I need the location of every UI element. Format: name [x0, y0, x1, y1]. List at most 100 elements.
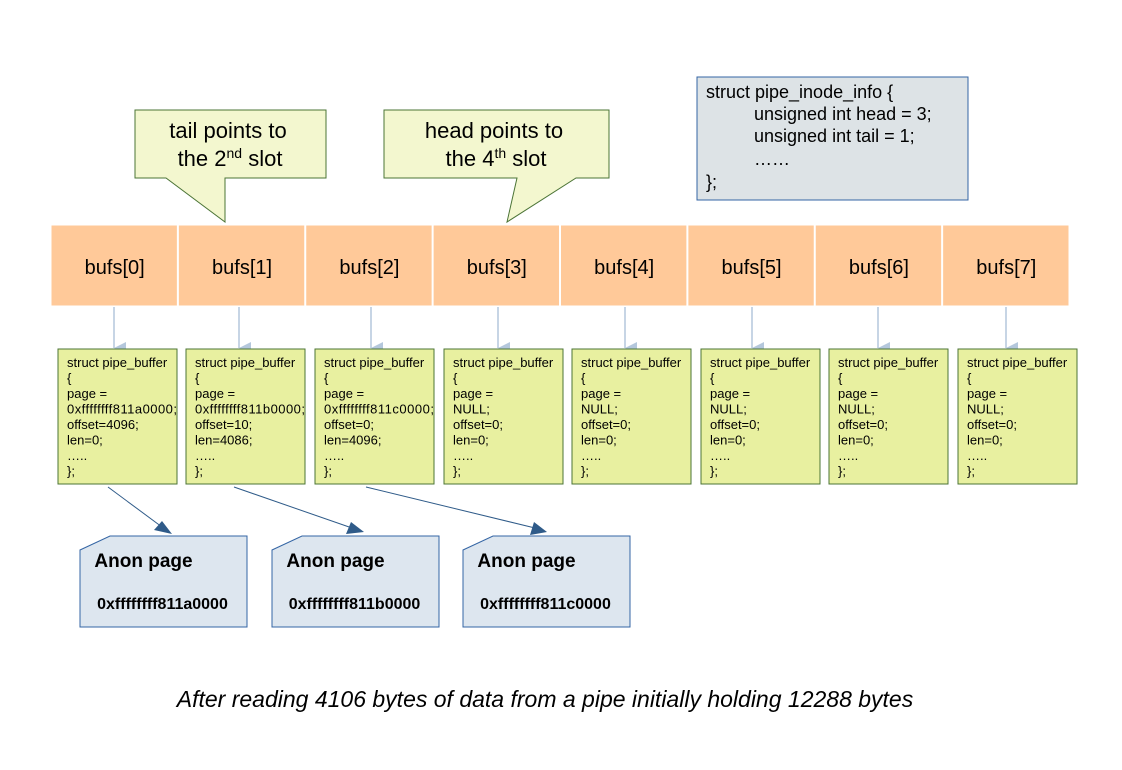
slot-4: [560, 224, 688, 307]
slot-0: [50, 224, 178, 307]
pipe-buffer-1-line-6: …..: [195, 448, 215, 463]
pipe-buffer-rect-3: [443, 348, 564, 485]
slot-3: [432, 224, 560, 307]
pipe-buffer-4-line-2: page =: [581, 386, 621, 401]
pipe-buffer-4-line-7: };: [581, 464, 589, 479]
pipe-buffer-2-line-4: offset=0;: [324, 417, 374, 432]
diagram-caption: After reading 4106 bytes of data from a …: [176, 686, 914, 712]
inode-info-line-3: ……: [754, 149, 790, 169]
inode-info-line-0: struct pipe_inode_info {: [706, 82, 893, 103]
page-arrow-line-2: [365, 486, 536, 529]
page-arrow-head-2: [530, 522, 547, 535]
pipe-buffer-0-line-1: {: [67, 371, 72, 386]
pipe-buffer-2: struct pipe_buffer{page =0xffffffff811c0…: [314, 348, 435, 485]
pipe-buffer-rect-2: [314, 348, 435, 485]
pipe-buffer-7: struct pipe_buffer{page =NULL;offset=0;l…: [957, 348, 1078, 485]
pipe-buffer-5-line-1: {: [710, 371, 715, 386]
pipe-buffer-1: struct pipe_buffer{page =0xffffffff811b0…: [185, 348, 306, 485]
pipe-buffer-0: struct pipe_buffer{page =0xffffffff811a0…: [57, 348, 178, 485]
tail-callout-line1: tail points to: [169, 118, 286, 143]
pipe-buffer-rect-1: [185, 348, 306, 485]
pipe-buffer-0-line-0: struct pipe_buffer: [67, 355, 168, 370]
pipe-buffer-7-line-0: struct pipe_buffer: [967, 355, 1068, 370]
anon-page-addr-1: 0xffffffff811b0000: [289, 596, 421, 613]
pipe-buffer-1-line-2: page =: [195, 386, 235, 401]
pipe-buffer-3-line-4: offset=0;: [453, 417, 503, 432]
pipe-buffer-2-line-2: page =: [324, 386, 364, 401]
pipe-buffer-3-line-1: {: [453, 371, 458, 386]
page-arrow-head-1: [346, 522, 364, 534]
pipe-buffer-1-line-5: len=4086;: [195, 433, 252, 448]
pipe-buffer-6-line-6: …..: [838, 448, 858, 463]
inode-info-line-4: };: [706, 172, 717, 192]
pipe-buffer-2-line-1: {: [324, 371, 329, 386]
anon-page-shape-2: [462, 535, 631, 628]
buffer-to-page-arrows: [107, 486, 547, 535]
slot-label-6: bufs[6]: [849, 257, 909, 279]
pipe-buffer-5-line-6: …..: [710, 448, 730, 463]
pipe-buffer-5-line-7: };: [710, 464, 718, 479]
pipe-buffer-3: struct pipe_buffer{page =NULL;offset=0;l…: [443, 348, 564, 485]
tail-callout: tail points to the 2nd slot: [134, 109, 327, 223]
pipe-buffer-0-line-5: len=0;: [67, 433, 103, 448]
pipe-buffer-7-line-6: …..: [967, 448, 987, 463]
pipe-buffer-7-line-3: NULL;: [967, 402, 1004, 417]
pipe-buffer-2-line-6: …..: [324, 448, 344, 463]
head-callout-shape: [383, 109, 610, 224]
pipe-buffer-2-line-3: 0xffffffff811c0000;: [324, 402, 434, 417]
pipe-inode-info-box: struct pipe_inode_info { unsigned int he…: [696, 76, 969, 201]
pipe-buffer-2-line-0: struct pipe_buffer: [324, 355, 425, 370]
anon-pages-row: Anon page 0xffffffff811a0000 Anon page0xff…: [79, 535, 631, 628]
pipe-buffer-6-line-2: page =: [838, 386, 878, 401]
pipe-buffer-3-line-5: len=0;: [453, 433, 489, 448]
anon-page-addr-0: 0xffffffff811a0000: [97, 596, 228, 613]
inode-info-line-1: unsigned int head = 3;: [754, 104, 932, 124]
head-callout-line2: the 4th slot: [446, 145, 547, 171]
pipe-buffer-6-line-7: };: [838, 464, 846, 479]
pipe-buffer-4-line-0: struct pipe_buffer: [581, 355, 682, 370]
pipe-buffer-1-line-4: offset=10;: [195, 417, 252, 432]
anon-page-title-0: Anon page: [94, 551, 192, 572]
head-callout-line1: head points to: [425, 118, 563, 143]
anon-page-shape-1: [271, 535, 440, 628]
head-callout: head points to the 4th slot: [383, 109, 610, 224]
pipe-buffer-5-line-2: page =: [710, 386, 750, 401]
pipe-buffer-4: struct pipe_buffer{page =NULL;offset=0;l…: [571, 348, 692, 485]
page-arrow-head-0: [154, 521, 172, 534]
pipe-buffer-1-line-1: {: [195, 371, 200, 386]
pipe-buffer-rect-6: [828, 348, 949, 485]
pipe-buffer-6-line-4: offset=0;: [838, 417, 888, 432]
anon-page-0: Anon page 0xffffffff811a0000: [79, 535, 248, 628]
pipe-buffer-0-line-3: 0xffffffff811a0000;: [67, 402, 177, 417]
pipe-buffer-0-line-7: };: [67, 464, 75, 479]
page-arrow-line-0: [107, 486, 163, 528]
pipe-buffer-3-line-0: struct pipe_buffer: [453, 355, 554, 370]
pipe-buffer-6-line-0: struct pipe_buffer: [838, 355, 939, 370]
slot-5: [687, 224, 815, 307]
slot-label-5: bufs[5]: [722, 257, 782, 279]
pipe-buffer-6-line-1: {: [838, 371, 843, 386]
pipe-buffer-3-line-2: page =: [453, 386, 493, 401]
pipe-buffer-2-line-5: len=4096;: [324, 433, 381, 448]
pipe-buffer-5-line-4: offset=0;: [710, 417, 760, 432]
pipe-buffer-6-line-3: NULL;: [838, 402, 875, 417]
slot-2: [305, 224, 433, 307]
pipe-buffer-7-line-4: offset=0;: [967, 417, 1017, 432]
anon-page-addr-2: 0xffffffff811c0000: [480, 596, 611, 613]
pipe-buffer-0-line-2: page =: [67, 386, 107, 401]
slot-label-4: bufs[4]: [594, 257, 654, 279]
pipe-buffer-7-line-5: len=0;: [967, 433, 1003, 448]
slot-label-3: bufs[3]: [467, 257, 527, 279]
slot-label-1: bufs[1]: [212, 257, 272, 279]
pipe-buffer-7-line-7: };: [967, 464, 975, 479]
pipe-buffer-3-line-6: …..: [453, 448, 473, 463]
pipe-buffer-4-line-6: …..: [581, 448, 601, 463]
pipe-buffer-5-line-3: NULL;: [710, 402, 747, 417]
inode-info-line-2: unsigned int tail = 1;: [754, 126, 915, 146]
slot-label-7: bufs[7]: [976, 257, 1036, 279]
pipe-buffer-rect-4: [571, 348, 692, 485]
pipe-buffer-3-line-7: };: [453, 464, 461, 479]
anon-page-shape-0: [79, 535, 248, 628]
